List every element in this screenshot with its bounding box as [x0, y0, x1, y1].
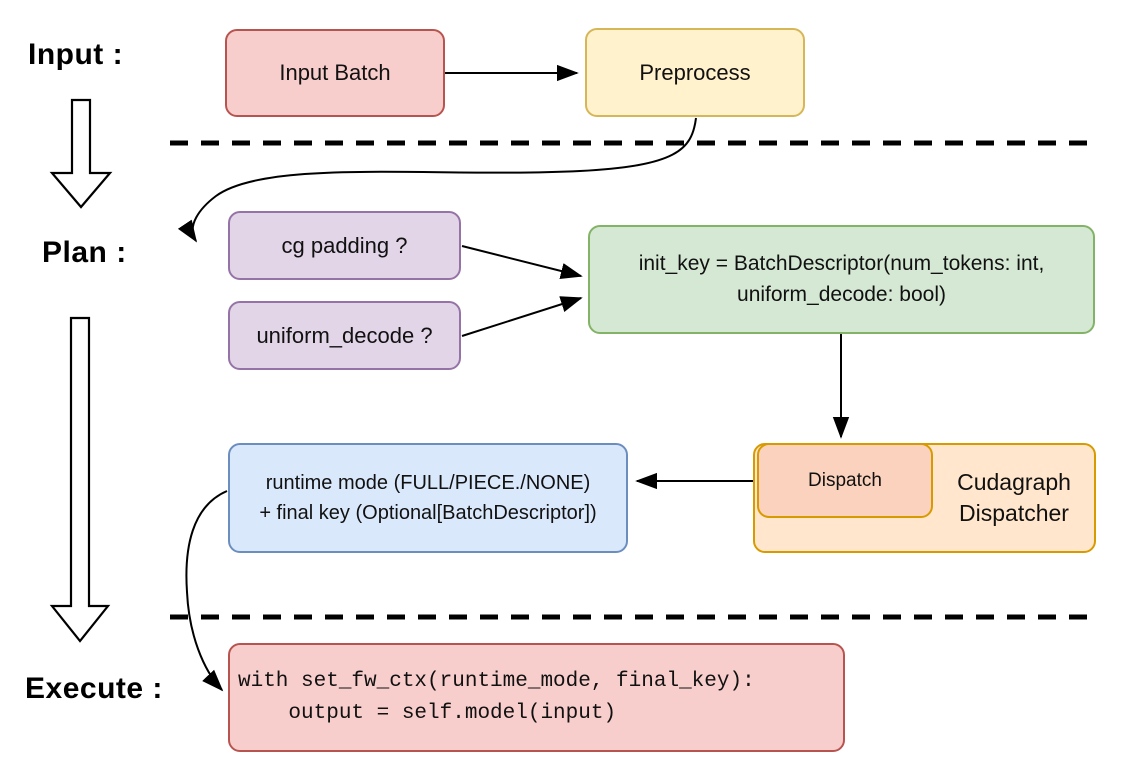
node-input-batch-label: Input Batch: [279, 60, 391, 85]
node-runtime-mode: runtime mode (FULL/PIECE./NONE) + final …: [228, 443, 628, 553]
node-runtime-mode-line2: + final key (Optional[BatchDescriptor]): [259, 502, 597, 524]
node-input-batch: Input Batch: [225, 29, 445, 117]
node-init-key: init_key = BatchDescriptor(num_tokens: i…: [588, 225, 1095, 334]
down-arrow-icon-input-to-plan: [49, 98, 113, 209]
node-init-key-line1: init_key = BatchDescriptor(num_tokens: i…: [638, 252, 1045, 276]
node-uniform-decode: uniform_decode ?: [228, 301, 461, 370]
node-execute-code-line1: with set_fw_ctx(runtime_mode, final_key)…: [238, 670, 755, 693]
connector-uniform-decode-to-init-key: [461, 296, 583, 337]
connector-cg-padding-to-init-key: [461, 245, 583, 280]
node-dispatch-label: Dispatch: [808, 469, 882, 491]
connector-preprocess-to-cg-padding: [177, 117, 697, 243]
node-dispatch: Dispatch: [757, 443, 933, 518]
connector-runtime-mode-to-execute-code: [185, 490, 228, 692]
stage-label-plan: Plan :: [42, 236, 127, 269]
node-cg-padding: cg padding ?: [228, 211, 461, 280]
node-execute-code: with set_fw_ctx(runtime_mode, final_key)…: [228, 643, 845, 752]
node-execute-code-line2: output = self.model(input): [238, 701, 617, 725]
stage-label-input: Input :: [28, 38, 124, 71]
node-runtime-mode-line1: runtime mode (FULL/PIECE./NONE): [265, 472, 591, 494]
down-arrow-icon-plan-to-execute: [49, 316, 111, 643]
node-preprocess: Preprocess: [585, 28, 805, 117]
node-uniform-decode-label: uniform_decode ?: [256, 322, 433, 348]
node-cg-padding-label: cg padding ?: [281, 232, 408, 258]
node-init-key-line2: uniform_decode: bool): [737, 282, 946, 306]
node-preprocess-label: Preprocess: [639, 59, 751, 85]
stage-label-execute: Execute :: [25, 672, 163, 705]
node-cudagraph-dispatcher-label: Cudagraph Dispatcher: [957, 468, 1071, 526]
